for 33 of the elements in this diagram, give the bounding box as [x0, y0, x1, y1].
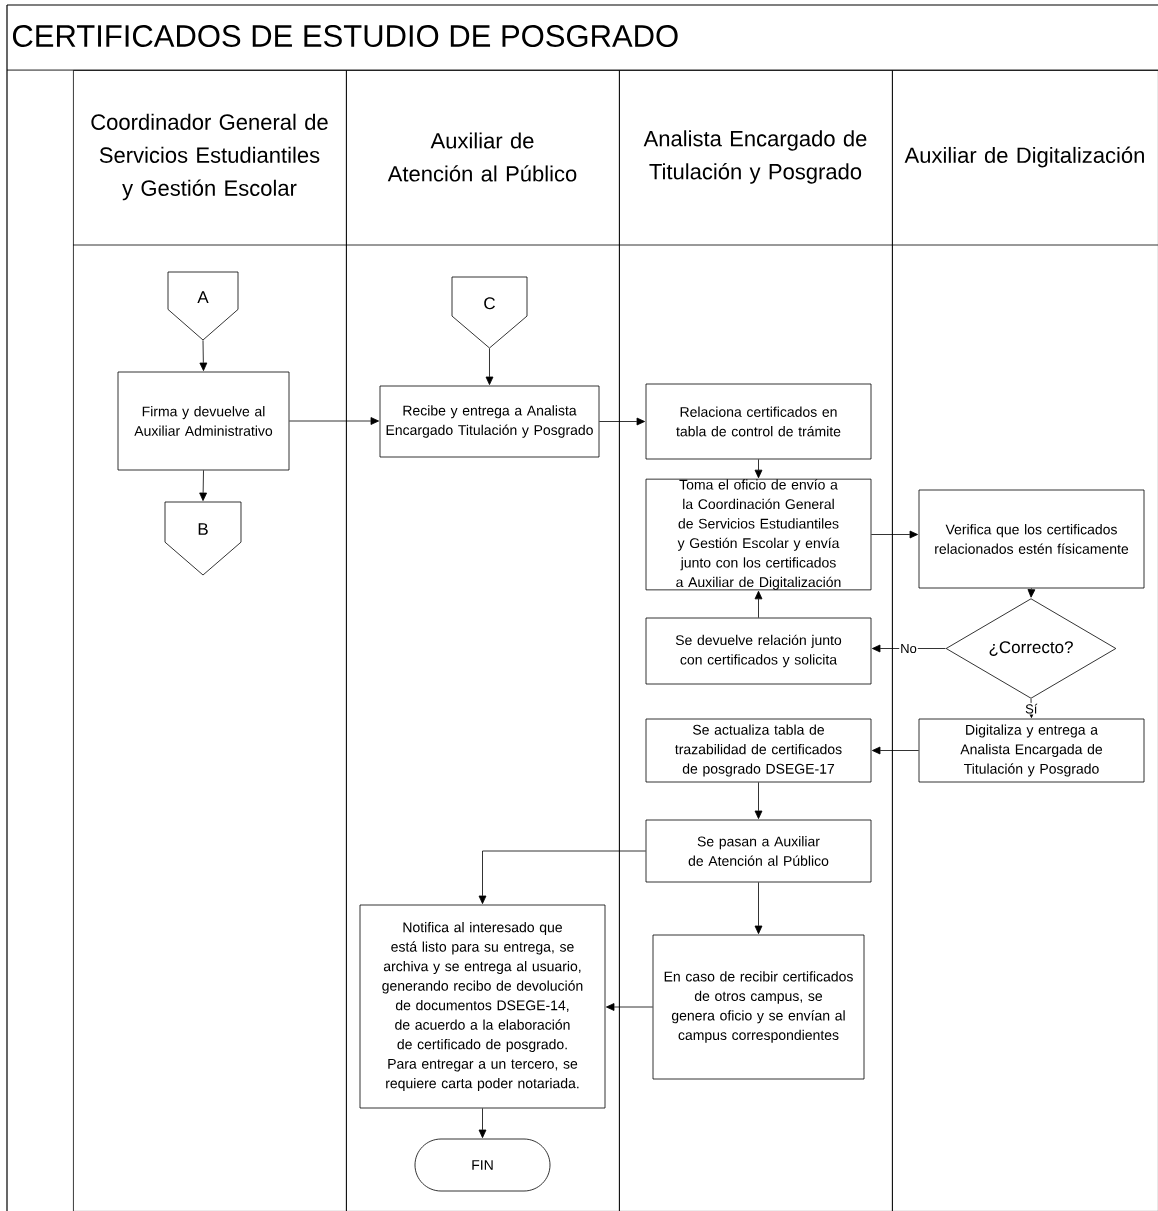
arrow	[478, 850, 646, 904]
arrow	[872, 644, 946, 653]
arrow	[199, 340, 208, 371]
process-box: Firma y devuelve al Auxiliar Administrativo	[117, 371, 290, 471]
edge-label: No	[899, 642, 918, 655]
offpage-connector: C	[451, 276, 528, 349]
arrow	[485, 348, 494, 385]
process-box: Relaciona certificados en tabla de control de trámite	[645, 383, 872, 460]
arrow	[754, 882, 763, 935]
arrow	[754, 590, 763, 618]
arrow	[1027, 588, 1036, 598]
arrow	[871, 530, 918, 539]
process-box: Se actualiza tabla de trazabilidad de certificados de posgrado DSEGE-17	[645, 718, 872, 783]
process-box: Digitaliza y entrega a Analista Encargada de Titulación y Posgrado	[918, 718, 1145, 783]
arrow	[599, 417, 645, 426]
process-box: Verifica que los certificados relacionados estén físicamente	[918, 489, 1145, 589]
offpage-connector: A	[167, 271, 239, 341]
process-box: Se pasan a Auxiliar de Atención al Público	[645, 819, 872, 883]
arrow	[872, 746, 919, 755]
arrow	[478, 1108, 487, 1139]
title: CERTIFICADOS DE ESTUDIO DE POSGRADO	[12, 25, 678, 47]
arrow	[199, 470, 207, 501]
process-box: Se devuelve relación junto con certificados y solicita	[645, 617, 872, 685]
process-box: Recibe y entrega a Analista Encargado Titulación y Posgrado	[379, 385, 600, 458]
arrow	[754, 459, 763, 479]
arrow	[289, 417, 379, 425]
offpage-connector: B	[164, 501, 242, 576]
terminator: FIN	[414, 1138, 551, 1192]
arrow	[754, 782, 763, 819]
process-box: Toma el oficio de envío a la Coordinación General de Servicios Estudiantiles y Gestión Escolar y envía junto con los certificados a Auxiliar de Digitalización	[645, 478, 872, 591]
process-box: En caso de recibir certificados de otros campus, se genera oficio y se envían al campus correspondientes	[652, 934, 865, 1080]
arrow	[606, 1003, 653, 1011]
process-box: Notifica al interesado que está listo para su entrega, se archiva y se entrega al usuario, generando recibo de devolución de documentos DSEGE-14, de acuerdo a la elaboración de certificado de posgrado. Para entregar a un tercero, se requiere carta poder notariada.	[359, 904, 606, 1109]
